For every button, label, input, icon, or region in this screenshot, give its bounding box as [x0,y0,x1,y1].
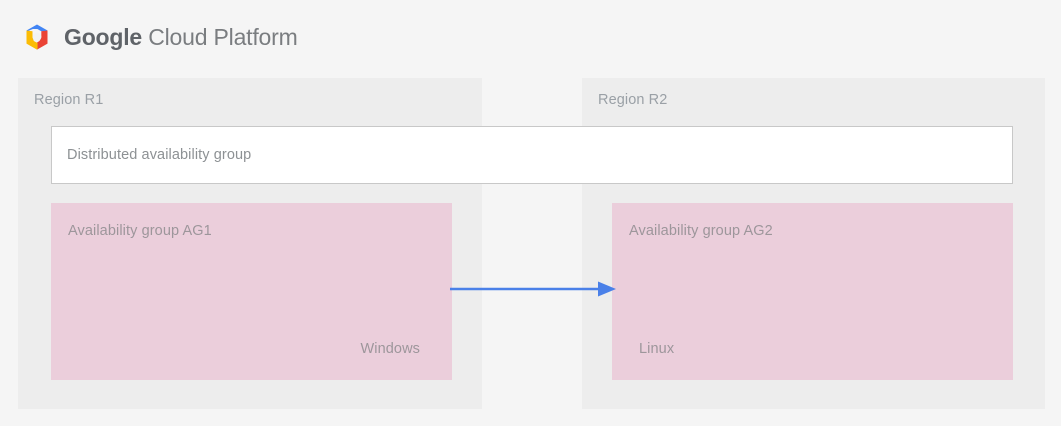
availability-group-box-ag2: Availability group AG2 Linux [612,203,1013,380]
availability-group-box-ag1: Availability group AG1 Windows [51,203,452,380]
distributed-availability-group-label: Distributed availability group [67,147,252,163]
brand-word-google: Google [64,23,143,50]
brand-word-cloud-platform: Cloud Platform [148,23,298,50]
availability-group-title-ag1: Availability group AG1 [68,223,212,239]
region-label-r2: Region R2 [598,92,668,108]
gcp-brand-header: Google Cloud Platform [22,18,298,56]
gcp-wordmark: Google Cloud Platform [64,23,298,50]
os-label-windows: Windows [360,341,420,357]
region-label-r1: Region R1 [34,92,104,108]
os-label-linux: Linux [639,341,675,357]
replication-right-arrow-icon [448,274,620,304]
availability-group-title-ag2: Availability group AG2 [629,223,773,239]
google-cloud-platform-logo-icon [22,22,52,52]
distributed-availability-group-box: Distributed availability group [51,126,1013,184]
